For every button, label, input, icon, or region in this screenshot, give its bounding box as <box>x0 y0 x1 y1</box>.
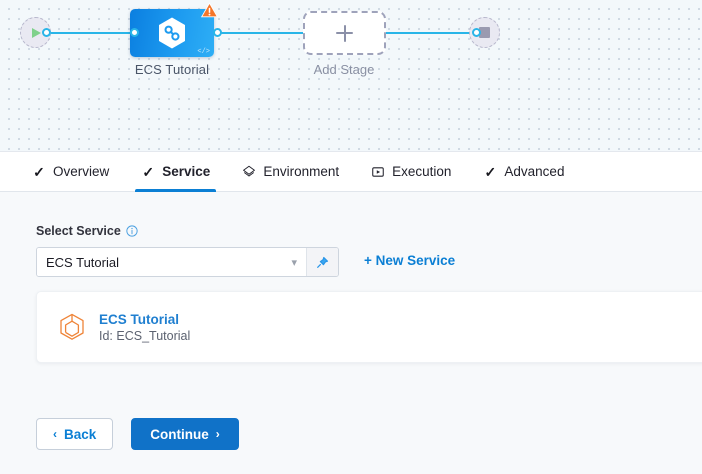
tab-service[interactable]: ✓ Service <box>125 152 226 192</box>
footer-buttons: ‹ Back Continue › <box>36 418 239 450</box>
chevron-left-icon: ‹ <box>53 427 57 441</box>
harness-cd-hexagon-icon <box>159 17 185 49</box>
add-stage-label: Add Stage <box>313 62 375 77</box>
stage-node-label: ECS Tutorial <box>134 62 210 77</box>
check-icon: ✓ <box>142 163 155 180</box>
stage-node-ecs-tutorial[interactable]: </> <box>130 2 218 57</box>
layers-diamond-icon <box>242 165 256 179</box>
tab-advanced[interactable]: ✓ Advanced <box>467 152 580 191</box>
chevron-down-icon: ▾ <box>291 256 297 269</box>
info-icon[interactable] <box>126 225 138 237</box>
edge-start-to-stage <box>44 32 136 34</box>
tab-overview[interactable]: ✓ Overview <box>16 152 125 191</box>
code-badge-icon[interactable]: </> <box>197 48 210 56</box>
back-button[interactable]: ‹ Back <box>36 418 114 450</box>
tab-execution-label: Execution <box>392 164 452 179</box>
edge-add-to-end <box>385 32 477 34</box>
service-cube-icon <box>60 313 84 340</box>
tab-overview-label: Overview <box>53 164 110 179</box>
plus-icon <box>336 24 353 42</box>
tab-execution[interactable]: Execution <box>355 152 467 191</box>
tab-advanced-label: Advanced <box>504 164 565 179</box>
service-tab-content: Select Service ECS Tutorial ▾ <box>0 192 702 474</box>
select-service-label: Select Service <box>36 224 121 238</box>
service-select-value: ECS Tutorial <box>46 254 119 270</box>
start-node-connector[interactable] <box>42 28 51 37</box>
stage-output-connector[interactable] <box>213 28 222 37</box>
stage-input-connector[interactable] <box>130 28 139 37</box>
pipeline-canvas[interactable]: </> ECS Tutorial Add Stage <box>0 0 702 151</box>
check-icon: ✓ <box>33 163 45 180</box>
continue-button-label: Continue <box>150 426 209 442</box>
tab-environment[interactable]: Environment <box>226 152 355 191</box>
service-card-text: ECS Tutorial Id: ECS_Tutorial <box>99 312 190 343</box>
stage-tab-bar[interactable]: ✓ Overview ✓ Service Environment <box>0 151 702 192</box>
back-button-label: Back <box>64 426 97 442</box>
add-stage-button[interactable] <box>303 11 386 55</box>
tab-service-label: Service <box>162 164 211 179</box>
new-service-link[interactable]: + New Service <box>364 253 456 268</box>
check-icon: ✓ <box>484 163 497 180</box>
service-card-id: Id: ECS_Tutorial <box>99 328 191 343</box>
end-node-connector[interactable] <box>472 28 481 37</box>
stop-square-icon <box>479 27 490 38</box>
edge-stage-to-add <box>217 32 310 34</box>
service-select[interactable]: ECS Tutorial ▾ <box>37 248 306 276</box>
chevron-right-icon: › <box>215 427 220 441</box>
warning-triangle-icon[interactable] <box>201 2 218 18</box>
pin-service-button[interactable] <box>306 248 338 276</box>
service-card-name[interactable]: ECS Tutorial <box>99 311 180 327</box>
select-service-label-group: Select Service <box>36 224 138 238</box>
pin-icon <box>317 256 329 268</box>
service-select-group[interactable]: ECS Tutorial ▾ <box>36 247 339 277</box>
play-icon <box>32 27 41 38</box>
service-card[interactable]: ECS Tutorial Id: ECS_Tutorial <box>36 291 702 363</box>
tab-environment-label: Environment <box>263 164 340 179</box>
continue-button[interactable]: Continue › <box>131 418 239 450</box>
play-box-icon <box>371 165 385 179</box>
